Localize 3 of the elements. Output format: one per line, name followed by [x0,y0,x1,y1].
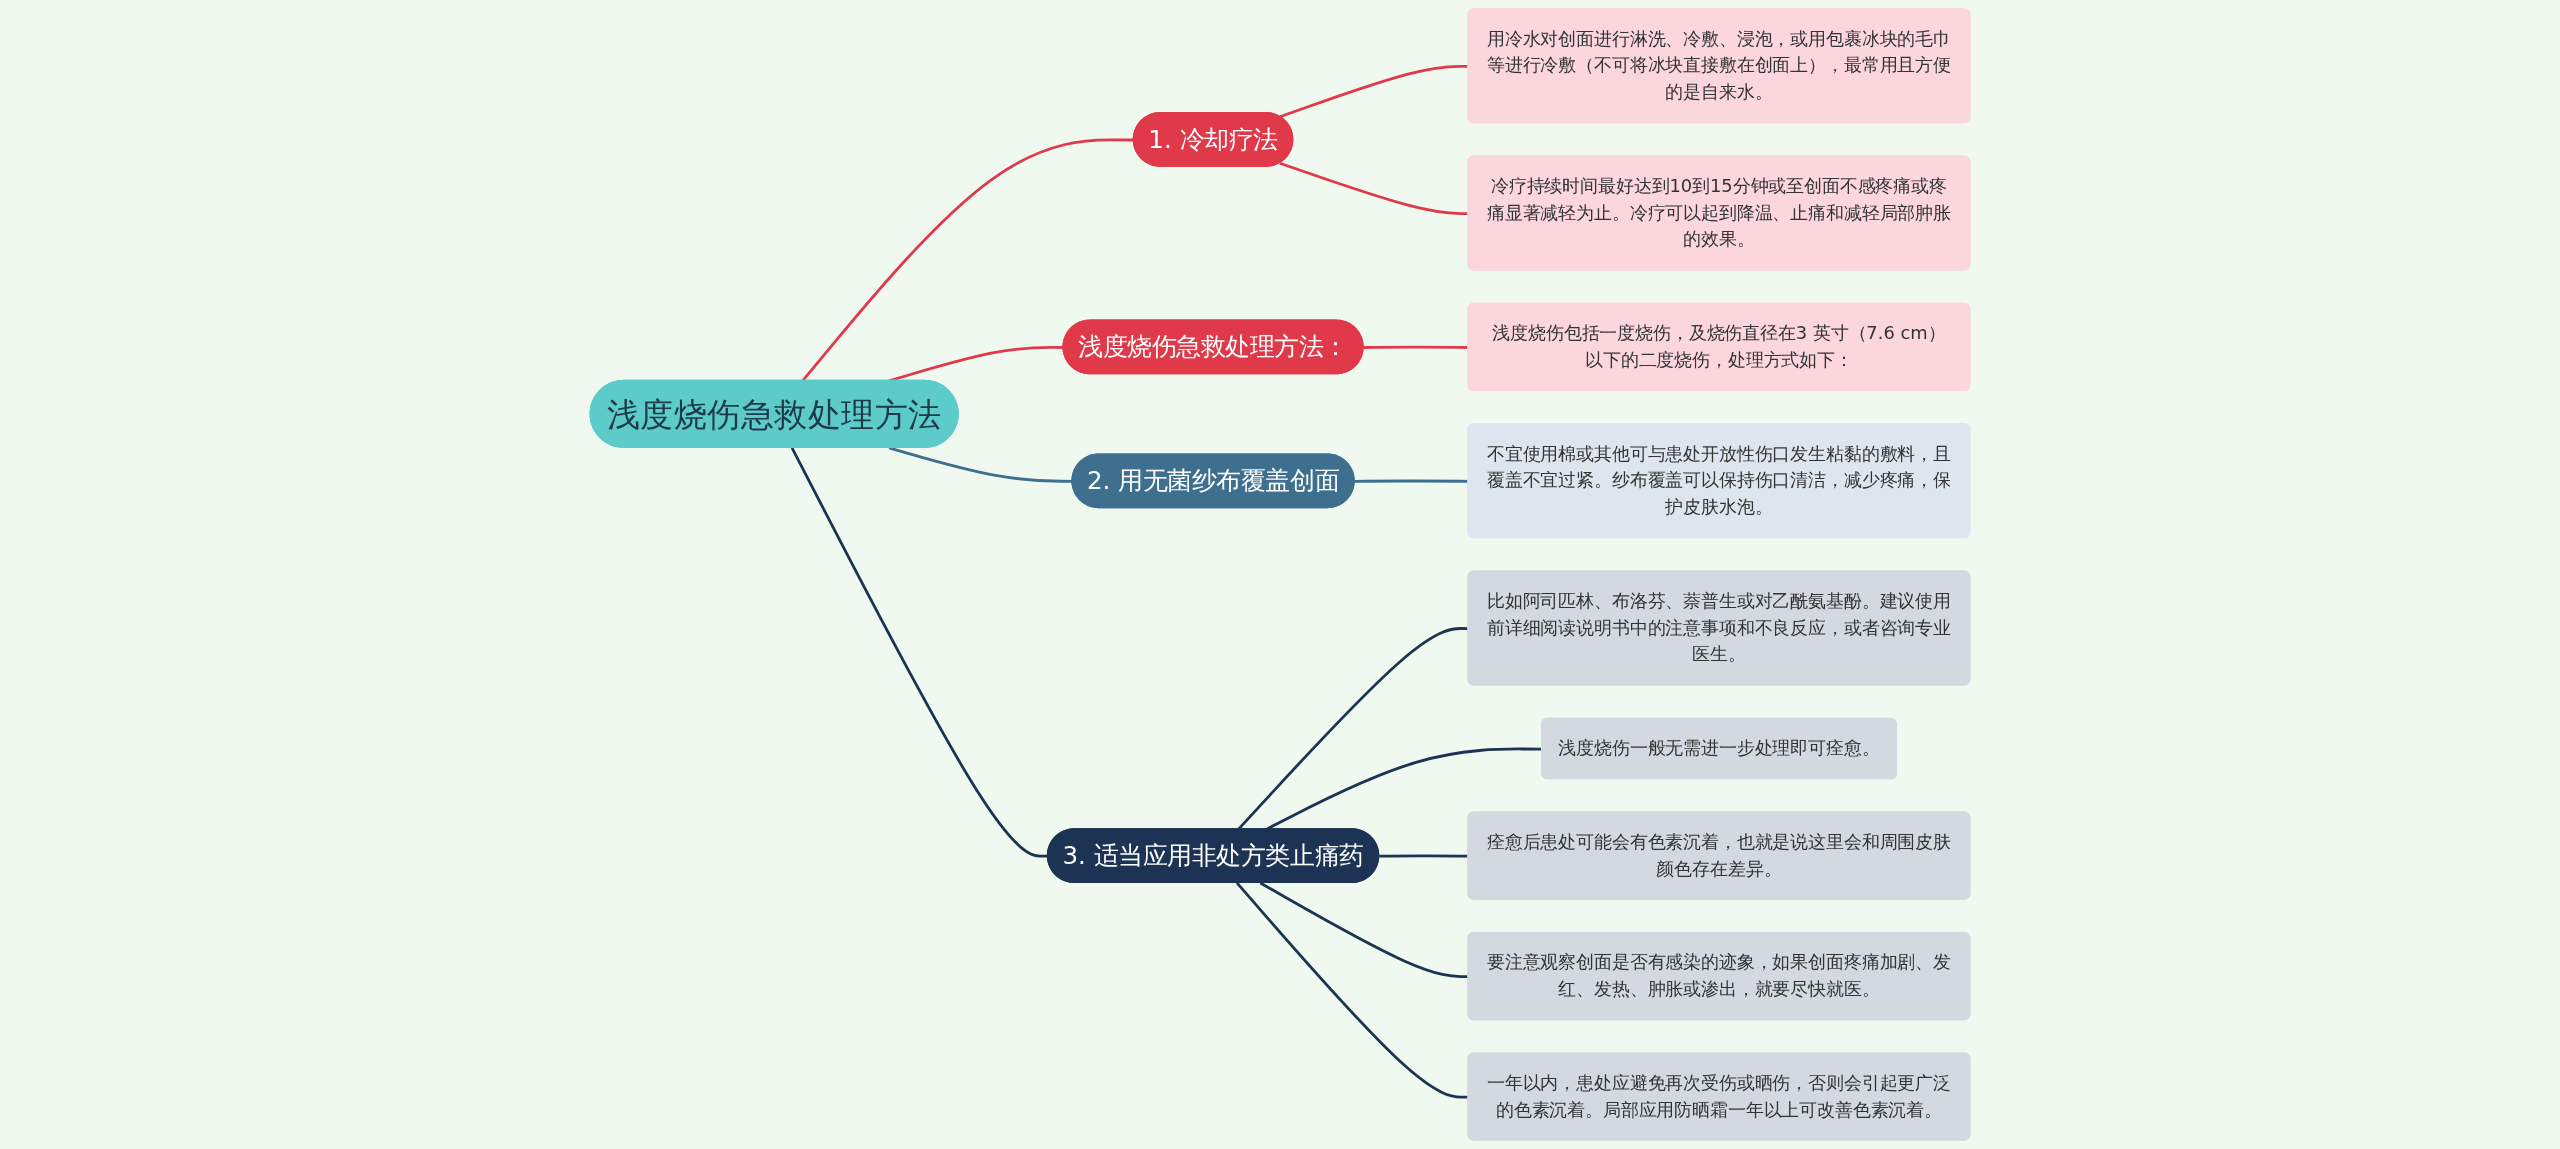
connector [801,138,1134,382]
connector [790,447,1048,858]
connector [888,446,1073,483]
